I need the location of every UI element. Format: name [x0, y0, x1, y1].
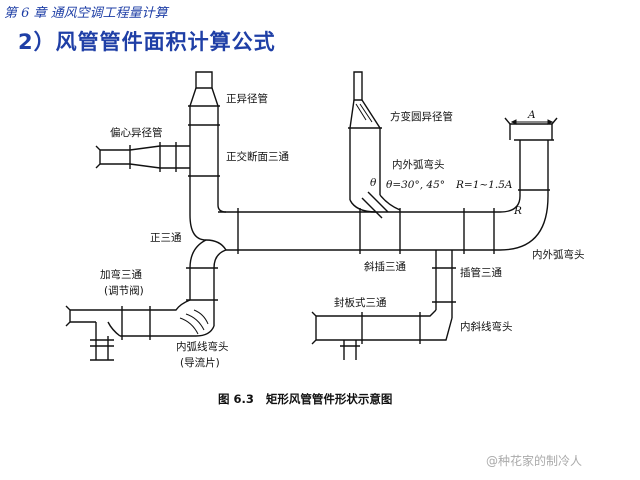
label-tiaojiefa: (调节阀) — [104, 284, 144, 297]
label-nei-wai-huwan-right: 内外弧弯头 — [532, 248, 585, 261]
label-theta: θ — [370, 177, 377, 189]
label-nei-xiexian-wantou: 内斜线弯头 — [460, 320, 513, 333]
right-elbow — [499, 117, 558, 251]
label-r: R — [513, 205, 522, 217]
label-jiawan-santong: 加弯三通 — [100, 268, 142, 281]
label-nei-wai-huwan-top: 内外弧弯头 — [392, 158, 445, 171]
label-zheng-santong: 正三通 — [150, 232, 182, 244]
figure-number: 图 6.3 — [218, 392, 254, 406]
label-zhengjiao-santong: 正交断面三通 — [226, 150, 289, 163]
label-fengban-santong: 封板式三通 — [334, 296, 387, 309]
lower-left-branch — [120, 267, 218, 340]
square-round-riser — [348, 71, 401, 219]
label-a: A — [527, 109, 536, 121]
label-zheng-yijing: 正异径管 — [226, 92, 268, 105]
eccentric-reducer — [95, 142, 190, 172]
label-xiecha-santong: 斜插三通 — [364, 260, 406, 273]
slide-title: 2）风管管件面积计算公式 — [18, 30, 276, 54]
dimension-a — [510, 119, 554, 125]
main-trunk — [218, 208, 500, 254]
label-theta-formula: θ=30°, 45° — [386, 179, 445, 191]
label-r-formula: R=1~1.5A — [455, 179, 513, 191]
label-chaguan-santong: 插管三通 — [460, 266, 502, 279]
label-fangbian-yuan: 方变圆异径管 — [390, 110, 453, 123]
label-nei-huxian-wantou: 内弧线弯头 — [176, 340, 229, 353]
watermark: @种花家的制冷人 — [486, 454, 583, 468]
insert-tee — [311, 250, 456, 360]
left-riser — [188, 71, 220, 215]
label-daoliu: (导流片) — [180, 356, 220, 369]
label-pianxin-yijing: 偏心异径管 — [110, 126, 163, 139]
figure-caption: 图 6.3 矩形风管管件形状示意图 — [218, 391, 404, 407]
duct-drawing — [65, 71, 558, 361]
chapter-heading: 第 6 章 通风空调工程量计算 — [4, 6, 168, 21]
damper-branch — [65, 305, 121, 361]
figure-caption-text: 矩形风管管件形状示意图 — [265, 392, 393, 406]
split-tee — [189, 204, 227, 269]
